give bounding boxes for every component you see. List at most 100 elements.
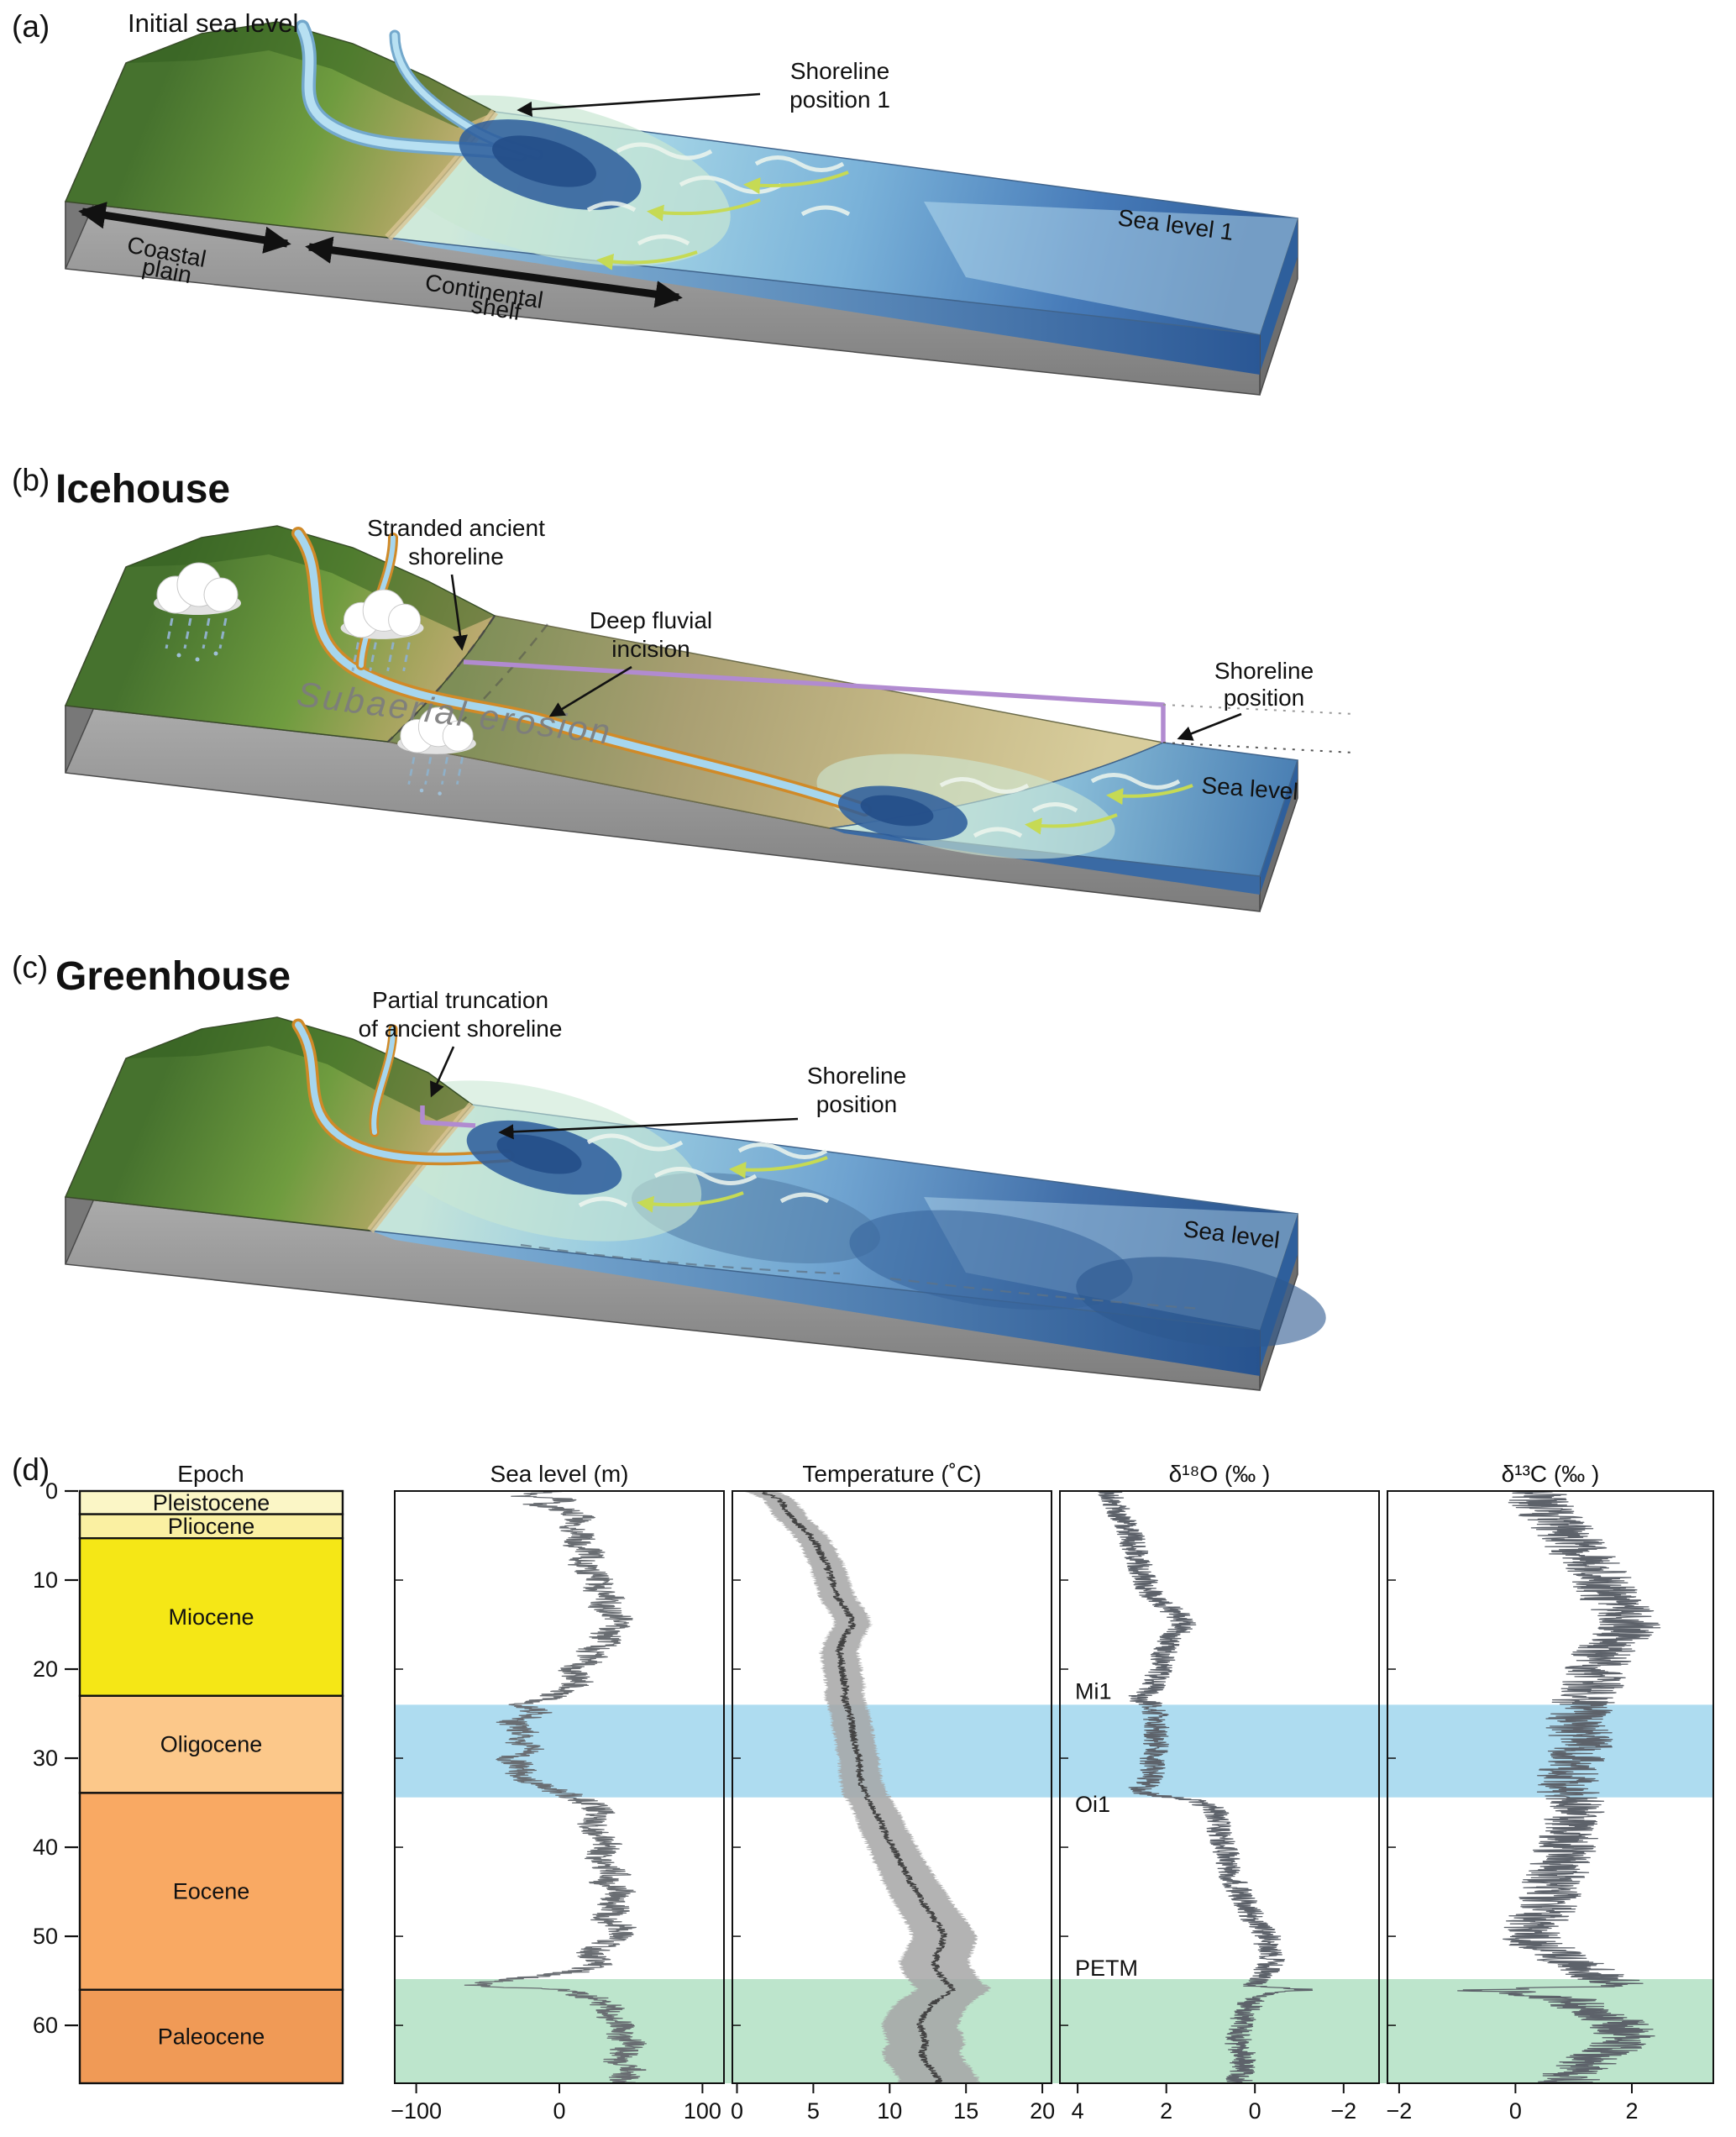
river [295,1021,511,1163]
block-diagram-icehouse [64,525,1355,912]
pointer-arrow-icon [450,574,468,651]
truncated-shoreline-marker [420,1105,476,1128]
svg-text:Shoreline: Shoreline [807,1063,906,1089]
svg-text:Shoreline: Shoreline [1214,658,1314,684]
epoch-row-oligocene [78,1694,344,1794]
panel-c-diagram: (c) Greenhouse Partial truncation of anc… [12,950,1326,1391]
x-tick-label: 10 [877,2098,902,2124]
pointer-arrow-icon [498,1117,799,1140]
age-tick-label: 60 [33,2013,58,2038]
age-tick-label: 10 [33,1567,58,1593]
epoch-label: Pleistocene [153,1490,270,1515]
series-temperature [761,1491,956,2083]
former-level-dotted [1162,704,1355,715]
pointer-arrow-icon [1177,712,1242,741]
panel-b-tag: (b) [12,463,50,497]
x-tick-label: 0 [1249,2098,1261,2124]
rain-cloud-icon [154,562,241,662]
svg-text:position: position [1224,685,1305,711]
annotation-mi1: Mi1 [1075,1679,1112,1704]
chart-title-sea-level: Sea level (m) [490,1461,629,1487]
double-arrow-icon [78,202,291,254]
submerged-shelf-dashed [889,1277,1202,1310]
chart-frame [1387,1490,1714,2084]
stranded-shoreline-label: Stranded ancient shoreline [367,515,545,651]
panel-b-diagram: (b) Icehouse Subaerial erosion Stranded … [12,463,1355,912]
age-tick-label: 50 [33,1924,58,1949]
chart-title-d13c: δ¹³C (‰ ) [1502,1461,1600,1487]
sea-surface-light-area [924,202,1298,334]
block-diagram-initial [64,19,1298,396]
svg-text:Deep fluvial: Deep fluvial [590,607,712,633]
rain-cloud-icon [397,706,476,795]
epoch-row-paleocene [78,1988,344,2085]
uncertainty-band [744,1491,992,2083]
epoch-row-eocene [78,1792,344,1991]
panel-c-tag: (c) [12,950,48,984]
shoreline-position-1-label: Shoreline position 1 [517,58,890,118]
age-tick-label: 40 [33,1835,58,1860]
right-face-water [1260,218,1298,373]
fluvial-incision-label: Deep fluvial incision [548,607,712,717]
block-diagram-greenhouse [64,1016,1326,1391]
double-arrow-icon [305,236,683,308]
panel-a-tag: (a) [12,9,50,44]
x-tick-label: 100 [684,2098,721,2124]
annotation-oi1: Oi1 [1075,1792,1110,1817]
hill-ridge [126,22,495,128]
epoch-label: Oligocene [160,1732,263,1757]
age-tick-label: 30 [33,1746,58,1771]
label-line: Shoreline [790,58,889,84]
panel-a-title: Initial sea level [128,8,298,38]
chart-title-d18o: δ¹⁸O (‰ ) [1169,1461,1271,1487]
x-tick-label: 2 [1625,2098,1638,2124]
longshore-current-arrows [1025,784,1193,835]
x-tick-label: 15 [953,2098,978,2124]
epoch-row-pleistocene [78,1489,344,1515]
epoch-label: Paleocene [158,2024,265,2049]
panel-a-diagram: (a) Initial sea level Shoreline position… [12,8,1298,396]
epoch-label: Eocene [173,1879,250,1904]
epoch-label: Pliocene [168,1514,255,1539]
age-tick-label: 0 [45,1478,58,1504]
svg-text:Stranded ancient: Stranded ancient [367,515,545,541]
partial-truncation-label: Partial truncation of ancient shoreline [359,987,562,1098]
svg-text:Partial truncation: Partial truncation [372,987,548,1013]
x-tick-label: 0 [1509,2098,1522,2124]
wave-marks [578,1133,830,1208]
x-tick-label: 0 [731,2098,743,2124]
chart-title-temperature: Temperature (˚C) [802,1461,981,1487]
series-sea_level [464,1491,648,2083]
panel-c-title: Greenhouse [55,954,291,999]
shoreline-position-label: Shoreline position [498,1063,906,1140]
x-tick-label: 20 [1030,2098,1055,2124]
pointer-arrow-icon [517,92,761,118]
annotation-petm: PETM [1075,1956,1138,1981]
epoch-column: PleistocenePlioceneMioceneOligoceneEocen… [33,1478,344,2085]
chart-frame [732,1490,1052,2084]
x-tick-label: 4 [1072,2098,1084,2124]
epoch-label: Miocene [168,1604,254,1630]
highlight-bands [395,1704,1713,2083]
x-tick-label: −100 [391,2098,442,2124]
shoreline-position-label: Shoreline position [1177,658,1314,741]
age-tick-label: 20 [33,1657,58,1682]
x-tick-label: 2 [1160,2098,1172,2124]
drowned-delta-lobe [849,1210,1133,1310]
panel-d-charts: (d) Epoch Sea level (m) Temperature (˚C)… [12,1452,1714,2124]
svg-text:position: position [816,1091,898,1117]
rain-cloud-icon [340,589,424,672]
chart-d18O: 4 2 0 −2 [1059,1490,1380,2124]
icehouse-interval [395,1704,1713,1798]
incised-river [294,529,869,814]
x-tick-label: −2 [1330,2098,1356,2124]
wave-marks [939,773,1181,838]
svg-text:shoreline: shoreline [408,543,504,570]
hill-ridge [126,1017,472,1121]
panel-d-tag: (d) [12,1452,50,1487]
continental-shelf-label: Continental shelf [305,236,683,325]
pointer-arrow-icon [430,1046,455,1098]
